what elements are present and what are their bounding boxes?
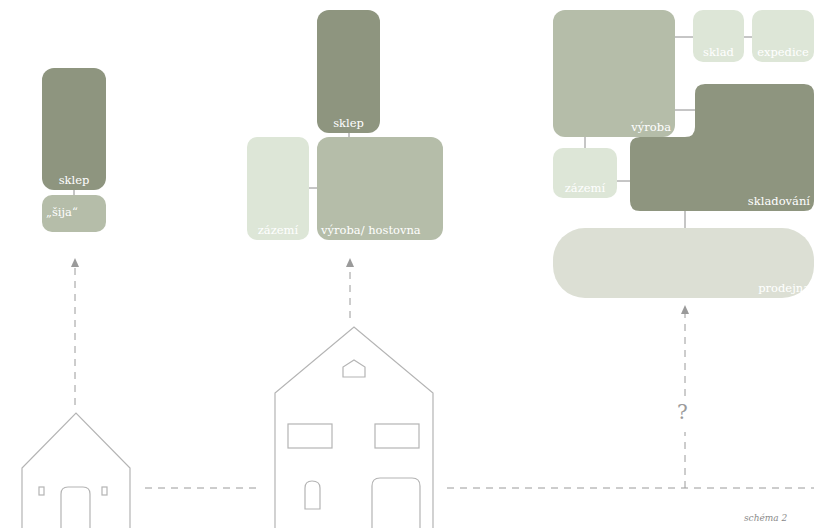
large-house-outline xyxy=(275,327,433,528)
house-window xyxy=(39,487,44,495)
house-window xyxy=(375,424,419,448)
dashed-arrow xyxy=(685,313,686,396)
house-window xyxy=(102,487,107,495)
house-window xyxy=(305,481,320,509)
l-shape-outline xyxy=(630,84,814,211)
connector-line xyxy=(675,110,695,111)
room-name: sklep xyxy=(59,173,90,187)
small-house-outline xyxy=(22,413,130,528)
room-name: prodejna xyxy=(758,281,810,295)
room-name: sklad xyxy=(703,45,734,59)
room-box: výroba/ hostovna xyxy=(317,137,443,240)
connector-line xyxy=(585,137,586,148)
l-shape-fill xyxy=(630,84,814,211)
room-box: sklep xyxy=(317,10,380,133)
connector-line xyxy=(685,211,686,228)
room-box: zázemí xyxy=(247,137,309,240)
house-gate xyxy=(372,478,420,528)
house-window xyxy=(288,424,332,448)
room-box: sklad xyxy=(693,10,744,62)
dashed-arrow xyxy=(75,266,76,405)
arrowhead xyxy=(681,305,689,314)
room-name: expedice xyxy=(757,45,809,59)
room-name: zázemí xyxy=(565,181,605,195)
dashed-arrow xyxy=(350,266,351,318)
connector-line xyxy=(309,188,317,189)
room-name: výroba xyxy=(631,120,671,134)
room-box: expedice xyxy=(752,10,814,62)
room-name: sklep xyxy=(333,116,364,130)
room-name: zázemí xyxy=(258,223,298,237)
room-name: skladování xyxy=(748,194,810,208)
question-mark: ? xyxy=(677,400,688,424)
l-shaped-room: skladování xyxy=(630,84,814,211)
connector-line xyxy=(74,190,75,195)
dashed-arrow xyxy=(685,432,686,488)
dashed-timeline xyxy=(145,488,262,489)
connector-line xyxy=(617,181,630,182)
room-name: výroba/ hostovna xyxy=(321,223,421,237)
room-box: sklep xyxy=(42,68,106,190)
room-box: výroba xyxy=(553,10,675,137)
dashed-lines xyxy=(75,266,814,488)
house-door xyxy=(61,487,90,528)
room-name: „šija“ xyxy=(46,205,78,219)
gable-window xyxy=(343,360,365,377)
houses xyxy=(22,327,433,528)
room-box: prodejna xyxy=(553,228,814,298)
room-box: „šija“ xyxy=(42,195,106,232)
caption: schéma 2 xyxy=(744,513,787,523)
room-box: zázemí xyxy=(553,148,617,198)
connector-line xyxy=(744,37,752,38)
connector-line xyxy=(349,133,350,137)
arrowhead xyxy=(71,258,79,267)
dashed-timeline xyxy=(447,488,814,489)
connector-line xyxy=(675,37,693,38)
arrowhead xyxy=(346,258,354,267)
